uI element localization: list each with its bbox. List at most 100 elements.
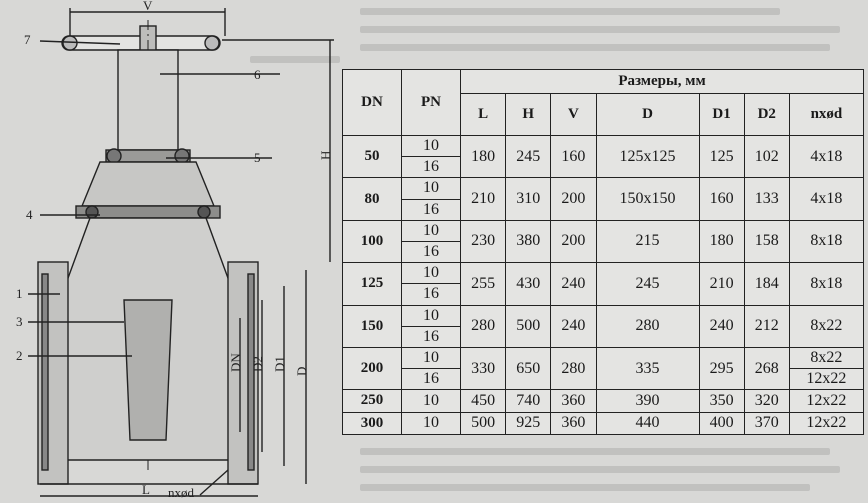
dim-label-dn: DN bbox=[228, 353, 243, 372]
cell-pn: 16 bbox=[401, 156, 461, 179]
cell-pn: 16 bbox=[401, 198, 461, 221]
cell-l: 450 bbox=[459, 389, 507, 413]
callout-3: 3 bbox=[16, 314, 23, 329]
header-dn: DN bbox=[342, 69, 402, 136]
cell-h: 650 bbox=[505, 346, 552, 391]
col-header-d2: D2 bbox=[743, 93, 790, 136]
cell-d: 125x125 bbox=[595, 134, 700, 179]
cell-nxod: 8x22 bbox=[788, 346, 865, 370]
cell-d1: 125 bbox=[698, 134, 745, 179]
cell-nxod: 8x22 bbox=[788, 304, 865, 348]
cell-v: 240 bbox=[550, 262, 597, 306]
col-header-d1: D1 bbox=[698, 93, 745, 136]
cell-d2: 212 bbox=[743, 304, 790, 348]
cell-pn: 10 bbox=[401, 346, 461, 370]
cell-nxod: 4x18 bbox=[788, 134, 865, 179]
cell-v: 280 bbox=[550, 346, 597, 391]
cell-pn: 10 bbox=[401, 304, 461, 327]
cell-d: 280 bbox=[595, 304, 700, 348]
cell-l: 255 bbox=[459, 262, 507, 306]
col-header-d: D bbox=[595, 93, 700, 136]
col-header-h: H bbox=[505, 93, 552, 136]
cell-d1: 210 bbox=[698, 262, 745, 306]
cell-d: 215 bbox=[595, 219, 700, 264]
cell-v: 160 bbox=[550, 134, 597, 179]
cell-h: 740 bbox=[505, 389, 552, 413]
dim-label-v: V bbox=[143, 0, 153, 13]
cell-l: 280 bbox=[459, 304, 507, 348]
cell-d2: 133 bbox=[743, 177, 790, 221]
dim-label-d: D bbox=[294, 367, 309, 376]
callout-7: 7 bbox=[24, 32, 31, 47]
dim-label-h: H bbox=[318, 151, 333, 160]
gate-valve-drawing: 7 6 5 4 1 3 2 V H L DN D2 D1 D nxød bbox=[16, 0, 334, 500]
cell-pn: 16 bbox=[401, 283, 461, 306]
cell-h: 925 bbox=[505, 411, 552, 436]
dim-label-d1: D1 bbox=[272, 356, 287, 372]
cell-l: 330 bbox=[459, 346, 507, 391]
cell-pn: 10 bbox=[401, 219, 461, 242]
cell-dn: 125 bbox=[342, 262, 402, 306]
cell-d1: 180 bbox=[698, 219, 745, 264]
cell-h: 430 bbox=[505, 262, 552, 306]
cell-pn: 10 bbox=[401, 411, 461, 436]
cell-nxod: 4x18 bbox=[788, 177, 865, 221]
cell-l: 500 bbox=[459, 411, 507, 436]
dim-label-l: L bbox=[142, 482, 150, 497]
cell-d2: 370 bbox=[743, 411, 790, 436]
cell-dn: 200 bbox=[342, 346, 402, 391]
cell-d2: 158 bbox=[743, 219, 790, 264]
dim-label-d2: D2 bbox=[250, 356, 265, 372]
cell-l: 230 bbox=[459, 219, 507, 264]
cell-nxod: 8x18 bbox=[788, 262, 865, 306]
dimensions-table: DN PN Размеры, мм L H V D D1 D2 nxød 50 … bbox=[342, 69, 865, 436]
cell-v: 360 bbox=[550, 411, 597, 436]
cell-dn: 80 bbox=[342, 177, 402, 221]
cell-dn: 100 bbox=[342, 219, 402, 264]
cell-pn: 10 bbox=[401, 389, 461, 413]
cell-nxod: 8x18 bbox=[788, 219, 865, 264]
cell-dn: 50 bbox=[342, 134, 402, 179]
cell-d1: 400 bbox=[698, 411, 745, 436]
callout-5: 5 bbox=[254, 150, 261, 165]
cell-h: 245 bbox=[505, 134, 552, 179]
cell-nxod: 12x22 bbox=[788, 411, 865, 436]
cell-nxod: 12x22 bbox=[788, 368, 865, 391]
col-header-l: L bbox=[459, 93, 507, 136]
cell-d: 245 bbox=[595, 262, 700, 306]
cell-d2: 320 bbox=[743, 389, 790, 413]
cell-d2: 184 bbox=[743, 262, 790, 306]
callout-2: 2 bbox=[16, 348, 23, 363]
cell-l: 210 bbox=[459, 177, 507, 221]
cell-d1: 160 bbox=[698, 177, 745, 221]
cell-l: 180 bbox=[459, 134, 507, 179]
cell-pn: 16 bbox=[401, 368, 461, 391]
cell-d2: 268 bbox=[743, 346, 790, 391]
callout-6: 6 bbox=[254, 67, 261, 82]
cell-h: 380 bbox=[505, 219, 552, 264]
cell-pn: 10 bbox=[401, 177, 461, 200]
cell-d2: 102 bbox=[743, 134, 790, 179]
cell-h: 310 bbox=[505, 177, 552, 221]
cell-pn: 16 bbox=[401, 240, 461, 264]
dim-label-holes: nxød bbox=[168, 485, 195, 500]
cell-v: 360 bbox=[550, 389, 597, 413]
col-header-nxod: nxød bbox=[788, 93, 865, 136]
cell-d1: 350 bbox=[698, 389, 745, 413]
header-sizes: Размеры, мм bbox=[460, 69, 864, 94]
cell-dn: 300 bbox=[342, 411, 402, 436]
cell-d: 440 bbox=[595, 411, 700, 436]
col-header-v: V bbox=[550, 93, 597, 136]
cell-v: 240 bbox=[550, 304, 597, 348]
cell-nxod: 12x22 bbox=[788, 389, 865, 413]
cell-v: 200 bbox=[550, 219, 597, 264]
cell-pn: 10 bbox=[401, 262, 461, 285]
cell-d: 335 bbox=[595, 346, 700, 391]
cell-d1: 240 bbox=[698, 304, 745, 348]
cell-dn: 150 bbox=[342, 304, 402, 348]
cell-dn: 250 bbox=[342, 389, 402, 413]
cell-d1: 295 bbox=[698, 346, 745, 391]
callout-1: 1 bbox=[16, 286, 23, 301]
cell-v: 200 bbox=[550, 177, 597, 221]
callout-4: 4 bbox=[26, 207, 33, 222]
